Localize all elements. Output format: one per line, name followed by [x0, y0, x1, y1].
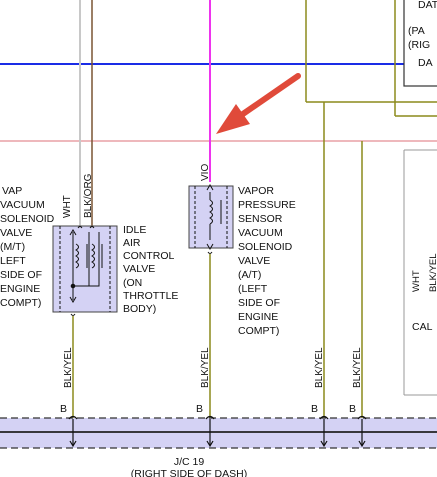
- junction-name: J/C 19: [174, 456, 205, 468]
- svg-text:ENGINE: ENGINE: [238, 311, 278, 323]
- junction-terminals: [68, 415, 367, 448]
- wire-d-pin: B: [349, 403, 356, 415]
- svg-text:(ON: (ON: [123, 277, 142, 289]
- top-right-label-1: DAT: [418, 0, 437, 11]
- svg-text:SENSOR: SENSOR: [238, 213, 283, 225]
- svg-text:VALVE: VALVE: [238, 255, 270, 267]
- vapor-valve-internals: [194, 184, 228, 254]
- right-wire-label-blk-yel: BLK/YEL: [428, 253, 437, 292]
- iac-valve-body: [52, 225, 118, 313]
- svg-text:VACUUM: VACUUM: [0, 199, 45, 211]
- vapor-wire-label-vio: VIO: [200, 164, 211, 181]
- svg-text:SIDE OF: SIDE OF: [238, 297, 280, 309]
- wire-d-label: BLK/YEL: [352, 347, 363, 388]
- svg-text:SOLENOID: SOLENOID: [238, 241, 293, 253]
- junction-connector-body: [0, 418, 437, 448]
- iac-ground-pin: B: [60, 403, 67, 415]
- iac-ground-wire-label: BLK/YEL: [63, 347, 74, 388]
- svg-text:SIDE OF: SIDE OF: [0, 269, 42, 281]
- svg-text:PRESSURE: PRESSURE: [238, 199, 296, 211]
- svg-text:ENGINE: ENGINE: [0, 283, 40, 295]
- right-wire-label-wht: WHT: [411, 270, 422, 292]
- svg-text:SOLENOID: SOLENOID: [0, 213, 55, 225]
- vapor-ground-pin: B: [196, 403, 203, 415]
- vapor-ground-wire-label: BLK/YEL: [200, 347, 211, 388]
- svg-text:VALVE: VALVE: [123, 263, 155, 275]
- svg-text:THROTTLE: THROTTLE: [123, 290, 178, 302]
- svg-text:(A/T): (A/T): [238, 269, 261, 281]
- svg-text:VAP: VAP: [2, 185, 22, 197]
- top-right-label-4: DA: [418, 57, 433, 69]
- svg-text:VALVE: VALVE: [0, 227, 32, 239]
- svg-text:(M/T): (M/T): [0, 241, 25, 253]
- iac-valve-internals: [59, 226, 111, 316]
- svg-text:LEFT: LEFT: [0, 255, 26, 267]
- iac-valve-label: IDLE AIR CONTROL VALVE (ON THROTTLE BODY…: [123, 224, 178, 315]
- top-right-label-2: (PA: [408, 25, 425, 37]
- iac-wire-label-wht: WHT: [62, 195, 73, 218]
- top-right-component-box: [403, 0, 437, 87]
- right-component-frame: [403, 149, 437, 396]
- svg-text:BODY): BODY): [123, 303, 156, 315]
- wire-c-pin: B: [311, 403, 318, 415]
- vapor-valve-label: VAPOR PRESSURE SENSOR VACUUM SOLENOID VA…: [238, 185, 296, 337]
- svg-text:(LEFT: (LEFT: [238, 283, 268, 295]
- wire-c-label: BLK/YEL: [314, 347, 325, 388]
- iac-wire-label-blk-org: BLK/ORG: [83, 173, 94, 218]
- right-component-caption: CAL: [412, 321, 433, 333]
- junction-location: (RIGHT SIDE OF DASH): [131, 468, 247, 477]
- svg-text:VAPOR: VAPOR: [238, 185, 274, 197]
- red-arrow-icon: [216, 73, 301, 134]
- svg-text:VACUUM: VACUUM: [238, 227, 283, 239]
- svg-text:CONTROL: CONTROL: [123, 250, 174, 262]
- svg-text:COMPT): COMPT): [0, 297, 41, 309]
- evap-valve-label: VAP VACUUM SOLENOID VALVE (M/T) LEFT SID…: [0, 185, 55, 309]
- svg-text:AIR: AIR: [123, 237, 141, 249]
- svg-text:COMPT): COMPT): [238, 325, 279, 337]
- top-right-label-3: (RIG: [408, 39, 430, 51]
- svg-text:IDLE: IDLE: [123, 224, 146, 236]
